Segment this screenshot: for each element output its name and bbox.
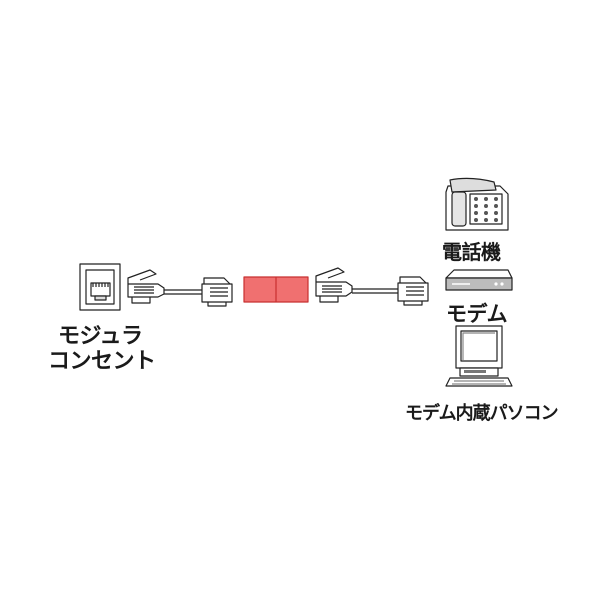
wall-jack-label-line2: コンセント <box>48 349 156 374</box>
inline-coupler-icon <box>243 276 309 303</box>
rj11-plug-icon <box>127 269 165 304</box>
rj11-plug-icon <box>315 267 353 303</box>
rj11-plug-icon <box>397 276 429 306</box>
computer-icon <box>445 325 513 387</box>
modem-label: モデム <box>446 302 508 326</box>
cable-segment <box>352 288 398 294</box>
modem-pc-label: モデム内蔵パソコン <box>405 403 559 424</box>
rj11-plug-icon <box>201 277 233 307</box>
cable-segment <box>164 289 202 295</box>
telephone-label: 電話機 <box>442 240 501 264</box>
telephone-icon <box>445 177 509 231</box>
modular-wall-jack-icon <box>79 263 121 311</box>
wall-jack-label-line1: モジュラ <box>58 324 143 349</box>
modem-icon <box>445 269 513 291</box>
